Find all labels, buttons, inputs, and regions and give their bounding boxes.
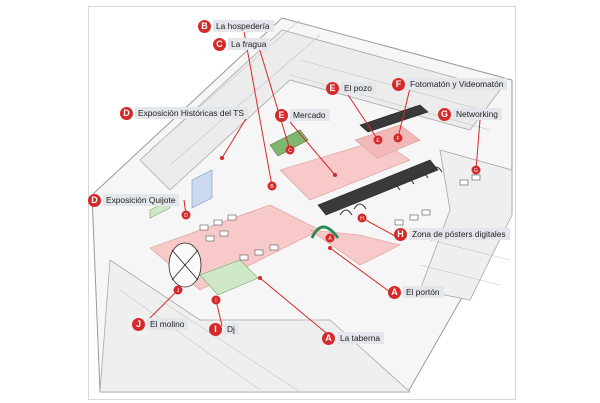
callout-badge: A: [388, 285, 401, 299]
right-wing: [419, 149, 513, 301]
callout-badge: C: [213, 37, 226, 51]
callout-e-mercado: E Mercado: [275, 108, 330, 122]
callout-label: Exposición Históricas del TS: [135, 107, 248, 119]
plan-marker-letter: E: [376, 138, 380, 144]
lower-wing: [99, 259, 412, 393]
plan-marker-letter: C: [288, 148, 292, 154]
leader-lines: [147, 25, 481, 338]
market-stalls: [317, 104, 439, 216]
plan-marker-dot: [373, 135, 383, 145]
callout-label: El pozo: [341, 82, 376, 94]
zone-fragua: [269, 129, 309, 157]
plan-marker-dot: [471, 165, 481, 175]
callout-g-networking: G Networking: [438, 107, 502, 121]
arches: [339, 166, 443, 216]
callout-d-exposicion-quijote: D Exposición Quijote: [88, 193, 180, 207]
callout-b-hospederia: B La hospedería: [198, 19, 274, 33]
plan-marker-dot: [181, 210, 191, 220]
callout-h-posters: H Zona de pósters digitales: [394, 227, 510, 241]
callout-e-pozo: E El pozo: [326, 81, 376, 95]
callout-badge: D: [88, 193, 101, 207]
zone-pozo: [354, 124, 421, 159]
callout-a-porton: A El portón: [388, 285, 444, 299]
plan-marker-letter: B: [270, 184, 274, 190]
callout-d-exposicion-ts: D Exposición Históricas del TS: [120, 106, 248, 120]
molino-structure: [168, 242, 202, 288]
callout-badge: D: [120, 106, 133, 120]
callout-label: Mercado: [290, 109, 330, 121]
back-rooms: [139, 29, 501, 191]
callout-i-dj: I Dj: [209, 322, 239, 336]
plan-marker-dot: [393, 133, 403, 143]
callout-badge: G: [438, 107, 451, 121]
callout-f-fotomaton: F Fotomatón y Videomatón: [392, 77, 508, 91]
plan-marker-letter: G: [474, 168, 478, 174]
callout-label: Fotomatón y Videomatón: [407, 78, 508, 90]
callout-label: Dj: [224, 323, 239, 335]
plan-marker-dot: [211, 295, 221, 305]
plan-marker-dot: [173, 285, 183, 295]
callout-badge: I: [209, 322, 222, 336]
plan-marker-letter: J: [177, 288, 180, 294]
plan-marker-dot: [285, 145, 295, 155]
callout-a-taberna: A La taberna: [322, 331, 385, 345]
callout-badge: J: [132, 317, 145, 331]
callout-label: Networking: [453, 108, 502, 120]
callout-badge: A: [322, 331, 335, 345]
plan-marker-letter: A: [328, 236, 332, 242]
callout-label: Zona de pósters digitales: [409, 228, 510, 240]
callout-label: La hospedería: [213, 20, 274, 32]
callout-label: El portón: [403, 286, 444, 298]
tables: [199, 174, 481, 261]
plan-markers: A B C D E F G H I J: [173, 133, 481, 305]
plan-marker-letter: H: [360, 216, 364, 222]
callout-j-molino: J El molino: [132, 317, 189, 331]
callout-label: Exposición Quijote: [103, 194, 180, 206]
callout-badge: E: [326, 81, 339, 95]
plan-marker-dot: [267, 181, 277, 191]
plan-marker-dot: [357, 213, 367, 223]
callout-c-fragua: C La fragua: [213, 37, 271, 51]
callout-badge: F: [392, 77, 405, 91]
plan-marker-letter: I: [215, 298, 216, 304]
plan-marker-letter: F: [396, 136, 399, 142]
plan-marker-dot: [325, 233, 335, 243]
callout-label: La taberna: [337, 332, 385, 344]
callout-label: El molino: [147, 318, 189, 330]
callout-badge: E: [275, 108, 288, 122]
callout-badge: B: [198, 19, 211, 33]
plan-marker-letter: D: [184, 213, 188, 219]
callout-badge: H: [394, 227, 407, 241]
porton-arch: [310, 225, 340, 239]
zone-exhibition-ts: [191, 169, 213, 209]
callout-label: La fragua: [228, 38, 271, 50]
